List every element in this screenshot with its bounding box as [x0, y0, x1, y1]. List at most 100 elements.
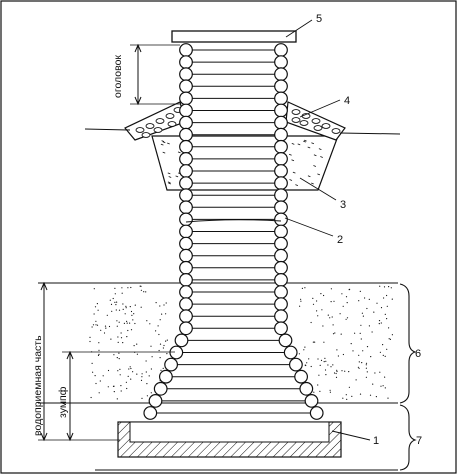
sand-dot — [341, 293, 343, 295]
sand-dot — [107, 369, 110, 372]
shaft-ring — [179, 139, 193, 154]
sand-dot — [365, 367, 367, 369]
sand-dot — [130, 329, 133, 331]
clay-lock-texture — [160, 139, 323, 186]
sand-dot — [358, 300, 360, 302]
sand-dot — [366, 371, 368, 373]
intake-part-label: водоприемная часть — [32, 335, 44, 436]
sand-dot — [386, 348, 388, 350]
sand-dot — [329, 391, 331, 393]
sand-dot — [140, 306, 142, 308]
sand-dot — [112, 297, 114, 300]
shaft-ring — [153, 381, 168, 396]
sand-dot — [366, 346, 369, 348]
sand-dot — [358, 354, 360, 356]
sand-dot — [89, 336, 91, 338]
sand-dot — [145, 360, 147, 362]
sand-dot — [116, 301, 118, 303]
blind-area-stone — [155, 118, 165, 124]
shaft-ring — [179, 115, 193, 130]
sand-dot — [110, 338, 112, 340]
sand-dot — [151, 356, 153, 358]
sand-dot — [335, 376, 338, 378]
clay-mark — [313, 165, 317, 167]
sand-dot — [136, 343, 138, 345]
sand-dot — [159, 305, 161, 307]
sand-dot — [122, 308, 124, 310]
sand-dot — [332, 364, 334, 366]
shaft-ring — [274, 176, 288, 191]
leader-1 — [331, 430, 371, 441]
sand-dot — [362, 350, 364, 352]
sand-dot — [361, 312, 363, 314]
sand-dot — [116, 320, 118, 322]
sand-dot — [93, 288, 95, 290]
sand-dot — [339, 313, 341, 315]
sand-dot — [111, 310, 113, 312]
shaft-ring — [274, 224, 288, 239]
blind-area-stone — [321, 123, 331, 129]
sand-dot — [127, 375, 129, 377]
sand-dot — [130, 367, 132, 370]
shaft-ring — [179, 309, 193, 324]
sand-dot — [317, 384, 319, 386]
shaft-ring — [274, 115, 288, 130]
clay-mark — [175, 175, 179, 178]
head-part-dimension — [130, 43, 180, 106]
sand-dot — [330, 301, 332, 303]
clay-mark — [162, 141, 166, 144]
sand-dot — [308, 358, 310, 360]
sand-dot — [150, 392, 152, 394]
sand-dot — [113, 354, 115, 356]
sand-dot — [379, 371, 381, 373]
sand-dot — [376, 302, 378, 304]
shaft-ring — [283, 345, 298, 360]
sand-dot — [359, 332, 361, 334]
aquifer-brace — [399, 283, 417, 404]
sand-dot — [383, 297, 385, 299]
shaft-ring — [179, 236, 193, 251]
blind-area-stone — [291, 109, 301, 115]
sand-dot — [334, 332, 336, 334]
shaft-ring — [179, 248, 193, 263]
sand-dot — [324, 369, 327, 371]
sand-dot — [321, 309, 323, 311]
sand-dot — [342, 397, 344, 399]
sand-dot — [124, 313, 126, 315]
shaft-ring — [179, 127, 193, 142]
sand-dot — [141, 397, 143, 399]
sand-dot — [129, 306, 131, 308]
sand-dot — [386, 305, 388, 307]
shaft-ring — [274, 273, 288, 287]
sand-dot — [159, 343, 162, 345]
shaft-ring — [179, 200, 193, 215]
sand-dot — [342, 305, 344, 307]
shaft-ring — [174, 333, 189, 348]
sand-dot — [298, 353, 300, 355]
sand-dot — [133, 313, 135, 315]
sand-dot — [327, 314, 329, 316]
sand-dot — [336, 369, 338, 371]
sand-dot — [143, 291, 145, 293]
sand-dot — [160, 369, 162, 371]
sand-dot — [129, 322, 131, 324]
ground-line-right — [339, 132, 401, 135]
callout-2: 2 — [337, 234, 343, 246]
sand-dot — [316, 300, 318, 302]
sand-dot — [364, 297, 366, 299]
sand-dot — [325, 374, 327, 376]
sand-dot — [125, 381, 127, 383]
sand-dot — [140, 379, 143, 381]
callout-5: 5 — [316, 13, 322, 25]
sand-dot — [341, 370, 343, 372]
sand-dot — [145, 371, 147, 373]
sand-dot — [335, 372, 337, 375]
blind-area-stone — [313, 125, 323, 131]
sand-dot — [319, 390, 321, 392]
shaft-ring — [164, 357, 179, 372]
sand-dot — [383, 286, 386, 288]
shaft-ring — [274, 139, 288, 154]
sand-dot — [312, 297, 314, 299]
sand-dot — [116, 325, 118, 327]
sand-dot — [119, 374, 121, 376]
